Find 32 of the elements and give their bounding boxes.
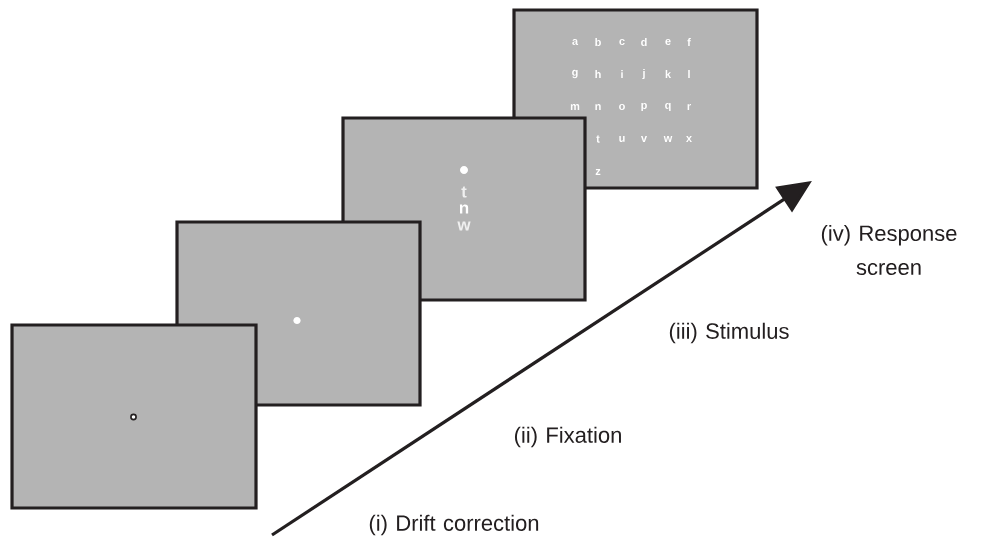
stage-label: (iv) Response screen xyxy=(821,224,957,276)
stimulus-letter: n xyxy=(459,204,469,214)
stimulus-letter: t xyxy=(461,186,467,198)
grid-letter: z xyxy=(595,169,601,175)
grid-letter: q xyxy=(665,102,671,112)
grid-letter: g xyxy=(572,69,578,79)
screen xyxy=(10,323,258,510)
stage-label: (i) Drift correction xyxy=(369,514,539,536)
grid-letter: e xyxy=(665,39,671,45)
grid-letter: h xyxy=(595,70,601,78)
stimulus-letter: w xyxy=(457,221,471,231)
grid-letter: x xyxy=(686,136,692,142)
grid-letter: j xyxy=(642,68,645,80)
grid-letter: a xyxy=(572,39,579,45)
grid-letter: m xyxy=(570,104,580,110)
grid-letter: b xyxy=(595,37,601,47)
grid-letter: o xyxy=(619,104,625,110)
grid-letter: p xyxy=(641,102,647,112)
grid-letter: k xyxy=(665,70,672,78)
grid-letter: l xyxy=(688,70,690,78)
stage-label: (ii) Fixation xyxy=(514,426,621,448)
grid-letter: d xyxy=(641,37,647,47)
grid-letter: v xyxy=(641,136,647,142)
grid-letter: n xyxy=(595,104,601,110)
grid-letter: c xyxy=(619,39,625,45)
grid-letter: w xyxy=(663,136,673,142)
grid-letter: f xyxy=(687,38,691,46)
grid-letter: r xyxy=(687,104,691,110)
grid-letter: t xyxy=(596,135,600,143)
stage-label: (iii) Stimulus xyxy=(669,322,789,344)
grid-letter: i xyxy=(621,70,623,78)
grid-letter: u xyxy=(619,136,625,142)
